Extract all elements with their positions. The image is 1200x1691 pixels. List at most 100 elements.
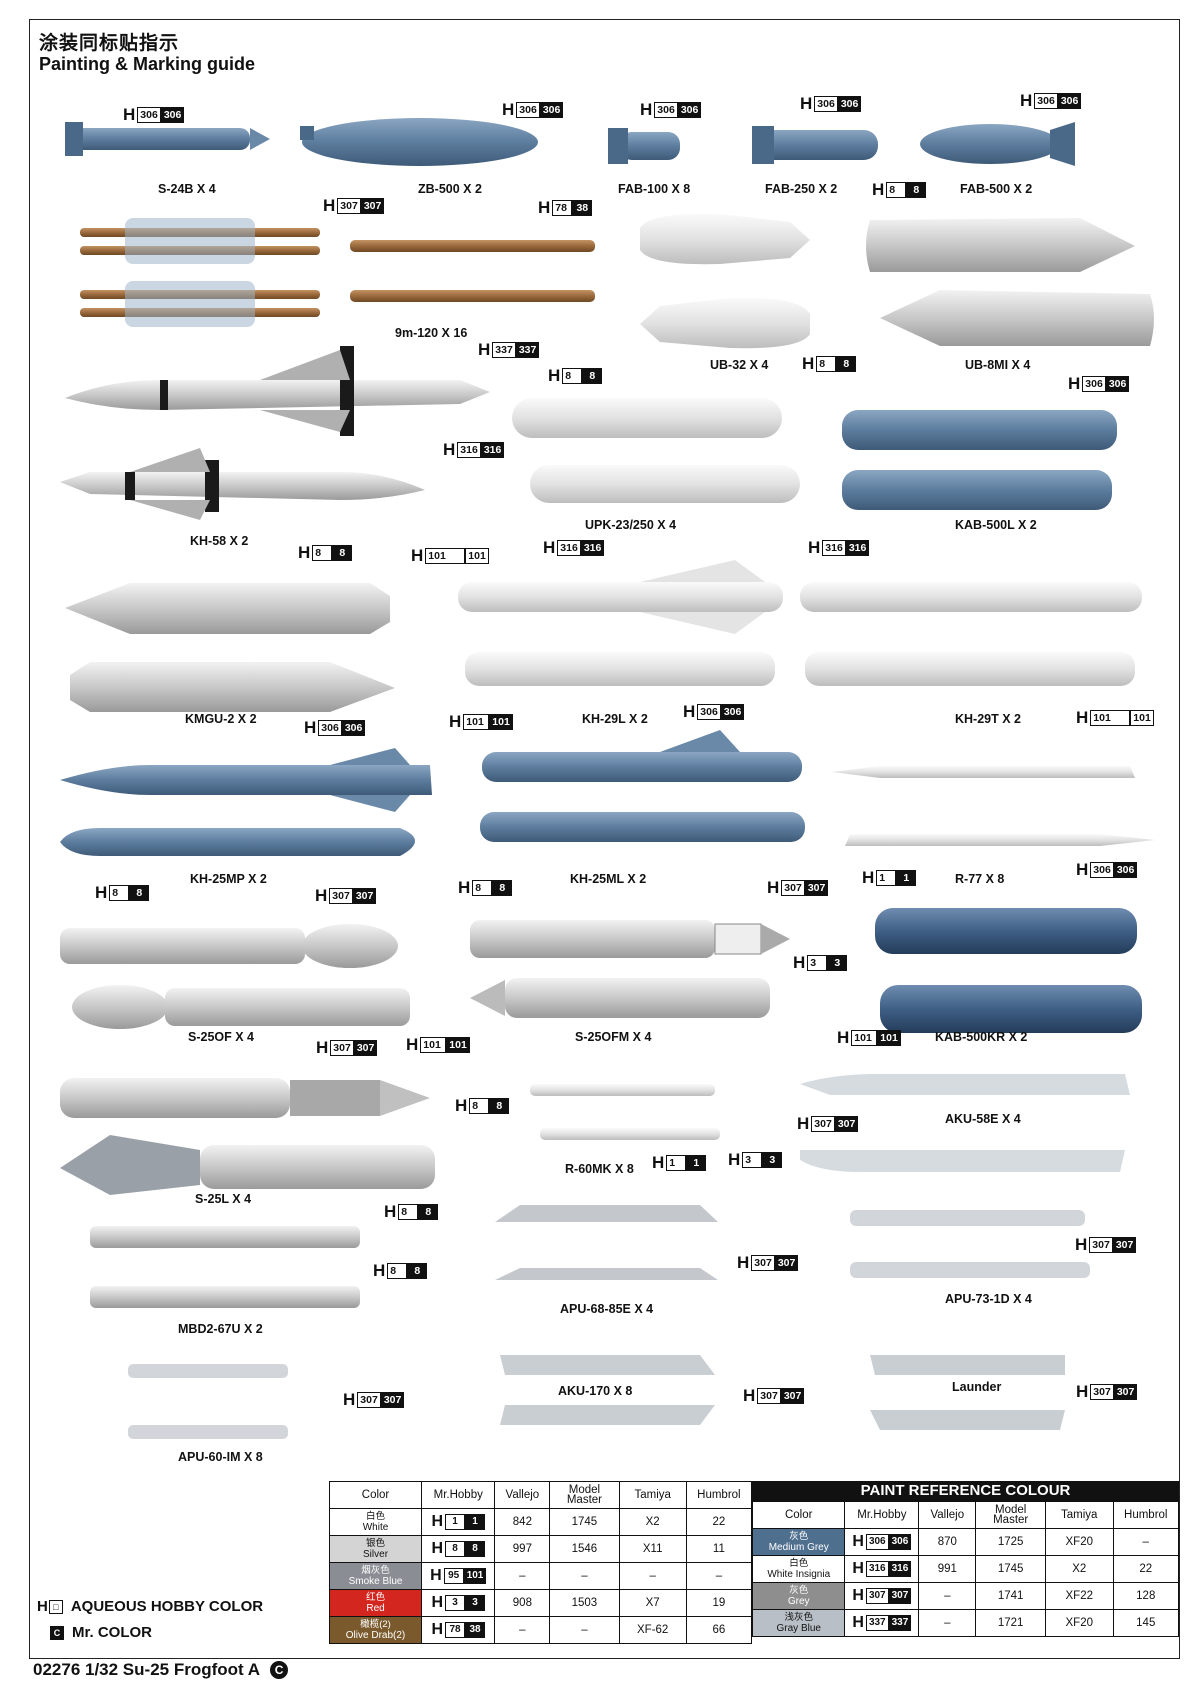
kh58-missile: [60, 346, 490, 520]
kh25ml-missile: [480, 730, 805, 842]
legend-mrcolor-box: C: [50, 1625, 64, 1640]
label-apu60: APU-60-IM X 8: [178, 1450, 263, 1464]
label-fab500: FAB-500 X 2: [960, 182, 1033, 196]
label-ub8mi: UB-8MI X 4: [965, 358, 1031, 372]
label-r77: R-77 X 8: [955, 872, 1005, 886]
tamiya-cell: XF22: [1044, 1582, 1114, 1610]
label-kh25ml: KH-25ML X 2: [570, 872, 647, 886]
s25of-rocket: [60, 924, 410, 1029]
col-color: Color: [328, 1481, 423, 1509]
fab500-bomb: [920, 122, 1075, 166]
fab100-bomb: [608, 128, 680, 164]
col-vallejo: Vallejo: [494, 1481, 551, 1509]
vallejo-cell: 991: [918, 1555, 977, 1583]
vallejo-cell: –: [918, 1609, 977, 1637]
label-launder: Launder: [952, 1380, 1002, 1394]
footer-text: 02276 1/32 Su-25 Frogfoot A: [33, 1660, 261, 1679]
ub32-pods: [640, 213, 810, 349]
vallejo-cell: –: [494, 1616, 551, 1644]
kh29t-missile: [800, 582, 1142, 686]
fab250-bomb: [752, 126, 878, 164]
vallejo-cell: 997: [494, 1535, 551, 1563]
title-chinese: 涂装同标贴指示: [39, 33, 180, 54]
kmgu2-containers: [65, 583, 395, 712]
col-humbrol: Humbrol: [685, 1481, 753, 1509]
model-master-cell: 1741: [975, 1582, 1046, 1610]
label-apu73: APU-73-1D X 4: [945, 1292, 1032, 1306]
s25ofm-rocket: [470, 920, 790, 1018]
humbrol-cell: 19: [685, 1589, 753, 1617]
model-master-cell: 1721: [975, 1609, 1046, 1637]
label-kab500l: KAB-500L X 2: [955, 518, 1037, 532]
legend-aqueous-mark: H: [37, 1598, 48, 1615]
footer-badge: C: [270, 1661, 289, 1679]
label-9m120: 9m-120 X 16: [395, 326, 468, 340]
zb500-tank: [300, 118, 538, 166]
col-mrhobby-r: Mr.Hobby: [844, 1501, 920, 1529]
tamiya-cell: XF-62: [618, 1616, 687, 1644]
vallejo-cell: 842: [494, 1508, 551, 1536]
kh29l-missile: [458, 560, 783, 686]
col-color-r: Color: [751, 1501, 846, 1529]
humbrol-cell: –: [685, 1562, 753, 1590]
label-apu68: APU-68-85E X 4: [560, 1302, 654, 1316]
label-r60mk: R-60MK X 8: [565, 1162, 634, 1176]
vallejo-cell: 870: [918, 1528, 977, 1556]
model-master-cell: –: [549, 1616, 620, 1644]
label-aku170: AKU-170 X 8: [558, 1384, 633, 1398]
humbrol-cell: –: [1112, 1528, 1180, 1556]
kh25mp-missile: [60, 748, 432, 856]
tamiya-cell: X7: [618, 1589, 687, 1617]
tamiya-cell: X11: [618, 1535, 687, 1563]
tamiya-cell: X2: [618, 1508, 687, 1536]
label-s25ofm: S-25OFM X 4: [575, 1030, 652, 1044]
label-kh58: KH-58 X 2: [190, 534, 249, 548]
tamiya-cell: –: [618, 1562, 687, 1590]
label-kh29l: KH-29L X 2: [582, 712, 648, 726]
color-swatch: 橄榄(2)Olive Drab(2): [328, 1616, 423, 1644]
label-fab250: FAB-250 X 2: [765, 182, 838, 196]
legend-mrcolor-label: Mr. COLOR: [72, 1624, 153, 1641]
mbd2-rack: [90, 1226, 360, 1308]
vallejo-cell: 908: [494, 1589, 551, 1617]
tamiya-cell: XF20: [1044, 1528, 1114, 1556]
upk23-pods: [512, 398, 800, 503]
label-s25l: S-25L X 4: [195, 1192, 252, 1206]
legend-mrcolor: C Mr. COLOR: [50, 1624, 152, 1641]
tamiya-cell: X2: [1044, 1555, 1114, 1583]
page-frame: [29, 19, 1180, 1659]
